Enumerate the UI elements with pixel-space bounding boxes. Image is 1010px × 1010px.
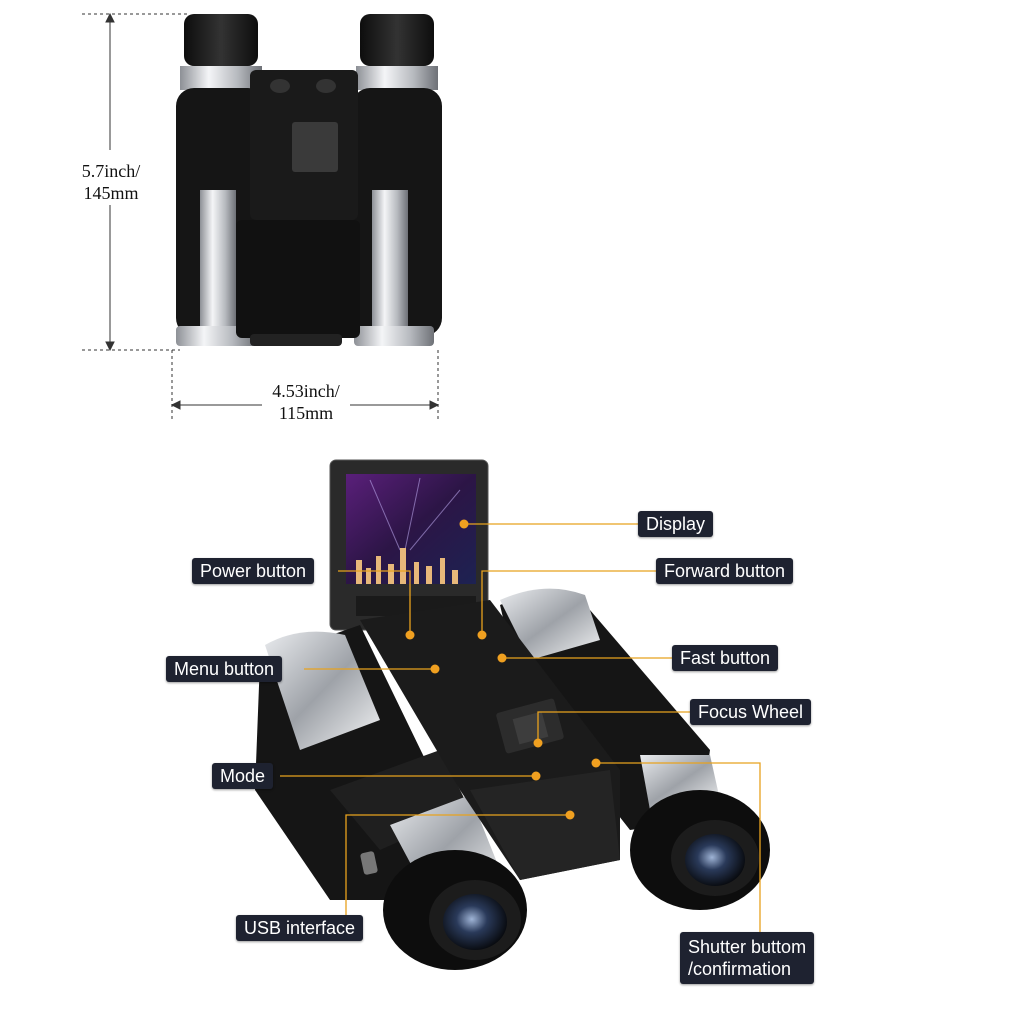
binocular-camera-view <box>255 459 770 970</box>
height-dimension <box>82 12 190 352</box>
left-eyepiece <box>383 850 527 970</box>
callout-usb-interface: USB interface <box>236 915 364 941</box>
callout-display: Display <box>638 511 714 537</box>
fast-marker <box>497 653 507 663</box>
display-marker <box>459 519 469 529</box>
callout-focus-wheel: Focus Wheel <box>690 699 812 725</box>
usb-port <box>360 851 378 875</box>
forward-marker <box>477 630 487 640</box>
center-bridge <box>236 70 360 346</box>
power-marker <box>405 630 415 640</box>
callout-menu-button: Menu button <box>166 656 283 682</box>
height-label: 5.7inch/ 145mm <box>81 161 141 203</box>
callout-fast-button: Fast button <box>672 645 779 671</box>
focus-marker <box>533 738 543 748</box>
leader-lines <box>280 523 761 943</box>
shutter-label-line1: Shutter buttom <box>688 937 807 957</box>
width-dimension <box>170 350 440 420</box>
mode-marker <box>531 771 541 781</box>
callout-mode: Mode <box>212 763 274 789</box>
callout-forward-button: Forward button <box>656 558 794 584</box>
right-barrel <box>352 14 442 346</box>
right-eyepiece <box>630 790 770 910</box>
shutter-label-line2: /confirmation <box>688 959 792 979</box>
usb-marker <box>565 810 575 820</box>
binocular-front-view <box>82 12 442 420</box>
marker-dots <box>405 519 601 820</box>
flip-display <box>329 459 489 631</box>
menu-marker <box>430 664 440 674</box>
callout-power-button: Power button <box>192 558 315 584</box>
callout-shutter-button: Shutter buttom /confirmation <box>680 932 815 984</box>
shutter-marker <box>591 758 601 768</box>
width-label: 4.53inch/ 115mm <box>272 381 340 423</box>
